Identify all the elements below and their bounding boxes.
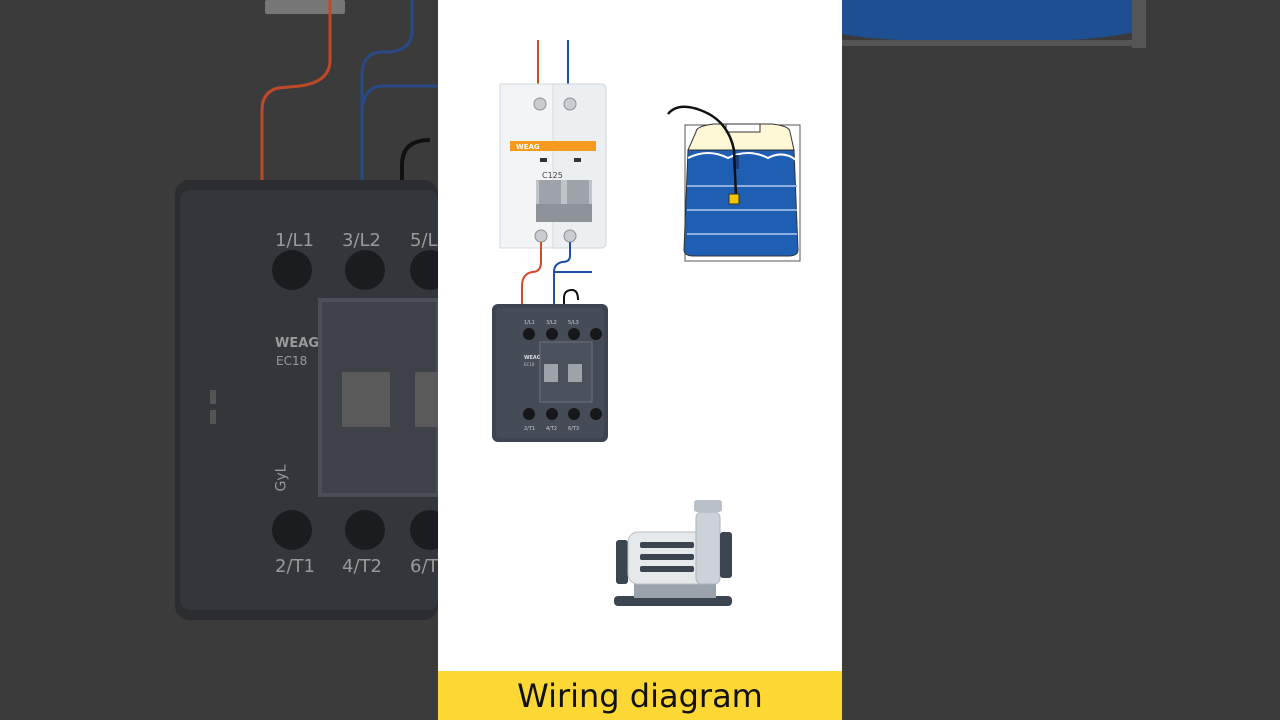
mcb-breaker-icon: WEAG C125: [499, 83, 607, 249]
bg-terminal-label-top-1: 1/L1: [275, 230, 314, 251]
bg-terminal-label-bottom-2: 4/T2: [342, 556, 382, 577]
bg-terminal-label-bottom-1: 2/T1: [275, 556, 315, 577]
breaker-rating: C125: [542, 171, 563, 180]
contactor-terminal-top-2: 3/L2: [546, 320, 557, 326]
bg-terminal-label-top-2: 3/L2: [342, 230, 381, 251]
bg-terminal-label-top-3: 5/L: [410, 230, 438, 251]
caption-title: Wiring diagram: [517, 676, 763, 715]
contactor-terminal-top-3: 5/L3: [568, 320, 579, 326]
tank-closeup-image: [842, 0, 1146, 48]
wire-phase-to-contactor: [521, 242, 542, 316]
contactor-terminal-top-1: 1/L1: [524, 320, 535, 326]
contactor-brand: WEAG: [524, 355, 541, 361]
diagram-canvas: WEAG C125 1/L1 3/L2 5/L3 WEAG: [492, 40, 801, 606]
float-sensor-icon: [667, 105, 740, 205]
water-pump-motor-icon: [614, 500, 732, 606]
bg-terminal-label-bottom-3: 6/T: [410, 556, 438, 577]
contactor-terminal-bottom-3: 6/T3: [568, 426, 579, 432]
bg-model-label: EC18: [276, 354, 308, 368]
bg-brand-label: WEAG: [275, 336, 319, 351]
wiring-diagram-panel: WEAG C125 1/L1 3/L2 5/L3 WEAG: [438, 0, 842, 720]
water-tank-icon: [683, 123, 801, 262]
bg-side-mark: GyL: [273, 464, 290, 492]
contactor-closeup-image: [175, 0, 438, 620]
wire-sensor-to-contactor: [563, 288, 579, 318]
contactor-terminal-bottom-1: 2/T1: [524, 426, 535, 432]
wire-neutral-to-contactor: [553, 242, 571, 318]
contactor-icon: 1/L1 3/L2 5/L3 WEAG EC18 2/T1 4/T2 6/T3: [492, 304, 608, 442]
contactor-model: EC18: [524, 362, 535, 367]
background-right-tank-closeup: [842, 0, 1280, 720]
background-left-contactor-closeup: 1/L1 3/L2 5/L WEAG EC18 GyL 2/T1 4/T2 6/…: [0, 0, 438, 720]
breaker-brand: WEAG: [516, 143, 540, 151]
contactor-terminal-bottom-2: 4/T2: [546, 426, 557, 432]
caption-bar: Wiring diagram: [438, 671, 842, 720]
